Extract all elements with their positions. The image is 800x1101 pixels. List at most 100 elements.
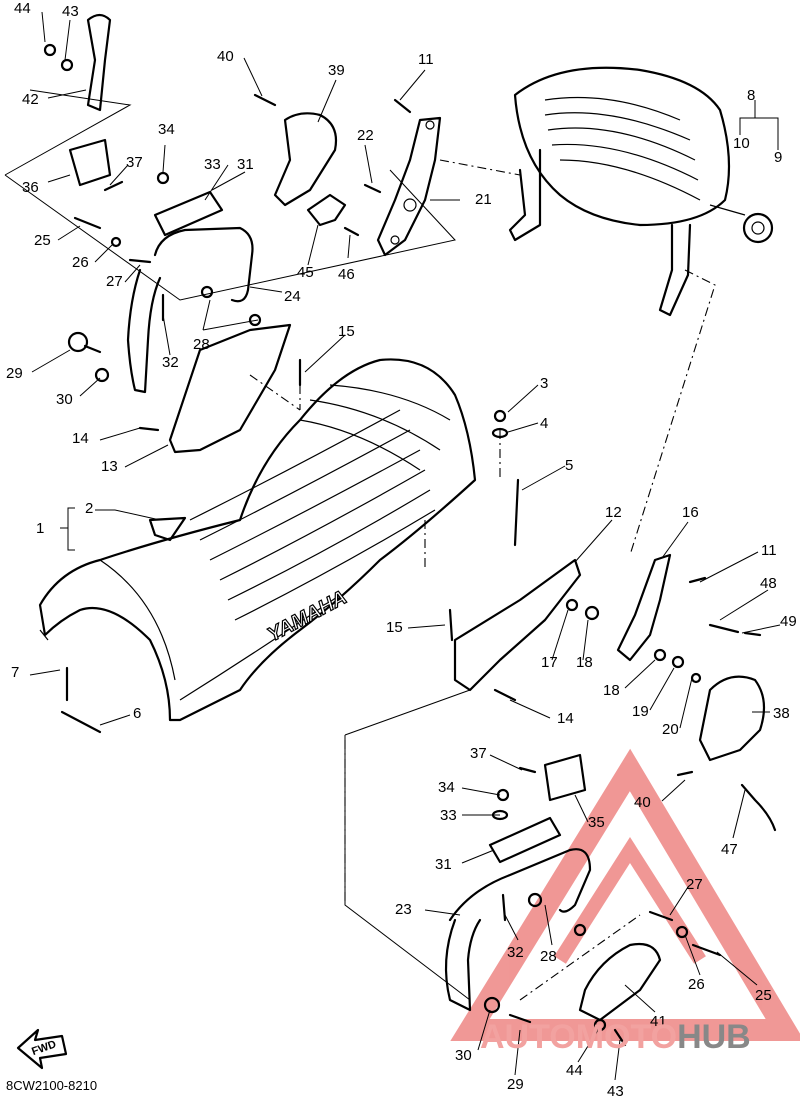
callout-44-lower: 44 <box>566 1062 583 1079</box>
side-cover-upper <box>168 323 292 454</box>
emblem <box>148 516 187 542</box>
leader-lines <box>29 11 781 1081</box>
callout-8: 8 <box>747 87 756 104</box>
callout-15: 15 <box>338 323 355 340</box>
callout-19: 19 <box>632 703 649 720</box>
callout-37: 37 <box>126 154 143 171</box>
callout-46: 46 <box>338 266 355 283</box>
tube-31-upper <box>153 190 224 237</box>
assembly-line-6 <box>519 914 641 1001</box>
callout-32: 32 <box>162 354 179 371</box>
callout-38: 38 <box>773 705 790 722</box>
callout-4: 4 <box>540 415 549 432</box>
callout-25: 25 <box>34 232 51 249</box>
callout-2: 2 <box>85 500 94 517</box>
callout-41: 41 <box>650 1013 667 1030</box>
callout-44: 44 <box>14 0 31 17</box>
watermark-triangle <box>450 748 800 1041</box>
callout-37-lower: 37 <box>470 745 487 762</box>
side-cover-lower <box>453 558 582 692</box>
small-bracket <box>306 193 347 227</box>
callout-12: 12 <box>605 504 622 521</box>
hinge-bracket-lower <box>616 553 672 662</box>
callout-45: 45 <box>297 264 314 281</box>
callout-27: 27 <box>106 273 123 290</box>
callout-33: 33 <box>204 156 221 173</box>
callout-14: 14 <box>72 430 89 447</box>
callout-49: 49 <box>780 613 797 630</box>
callout-26-lower: 26 <box>688 976 705 993</box>
callout-28-lower: 28 <box>540 948 557 965</box>
callout-11-lower: 11 <box>761 542 777 559</box>
callout-42: 42 <box>22 91 39 108</box>
seat-brand-text: YAMAHA <box>264 586 351 646</box>
callout-39: 39 <box>328 62 345 79</box>
callout-22: 22 <box>357 127 374 144</box>
watermark-text: AUTOMOTOHUB <box>480 1018 751 1057</box>
callout-34-lower: 34 <box>438 779 455 796</box>
lock-box <box>698 675 766 762</box>
callout-29-lower: 29 <box>507 1076 524 1093</box>
callout-24: 24 <box>284 288 301 305</box>
callout-13: 13 <box>101 458 118 475</box>
mount-bracket-upper <box>273 112 338 207</box>
callout-18: 18 <box>576 654 593 671</box>
callout-33-lower: 33 <box>440 807 457 824</box>
callout-18-lower: 18 <box>603 682 620 699</box>
strap <box>513 478 520 547</box>
callout-40: 40 <box>217 48 234 65</box>
lower-kit-outline <box>344 689 471 1001</box>
callout-31: 31 <box>237 156 254 173</box>
callout-6: 6 <box>133 705 142 722</box>
callout-16: 16 <box>682 504 699 521</box>
callout-31-lower: 31 <box>435 856 452 873</box>
knob <box>709 204 774 244</box>
diagram-code: 8CW2100-8210 <box>6 1078 98 1093</box>
callout-27-lower: 27 <box>686 876 703 893</box>
cover-41 <box>578 942 662 1022</box>
callout-40-lower: 40 <box>634 794 651 811</box>
callout-36: 36 <box>22 179 39 196</box>
callout-10: 10 <box>733 135 750 152</box>
callout-20: 20 <box>662 721 679 738</box>
watermark-text-part2: HUB <box>677 1018 751 1056</box>
callout-47: 47 <box>721 841 738 858</box>
callout-30-lower: 30 <box>455 1047 472 1064</box>
assembly-line-7 <box>249 374 301 411</box>
callout-29: 29 <box>6 365 23 382</box>
callout-32-lower: 32 <box>507 944 524 961</box>
callout-26: 26 <box>72 254 89 271</box>
callout-15-lower: 15 <box>386 619 403 636</box>
tube-31-lower <box>488 816 562 864</box>
holder-35 <box>543 753 587 802</box>
holder-36 <box>68 138 112 187</box>
hardware-parts <box>43 43 777 1047</box>
callout-35: 35 <box>588 814 605 831</box>
bolt-6 <box>60 710 102 734</box>
callout-1: 1 <box>36 520 45 537</box>
stay-42 <box>86 13 112 112</box>
callout-21: 21 <box>475 191 492 208</box>
backrest <box>508 66 731 317</box>
callout-43-lower: 43 <box>607 1083 624 1100</box>
callout-48: 48 <box>760 575 777 592</box>
main-seat: YAMAHA <box>38 358 477 722</box>
forward-arrow: FWD <box>16 1028 68 1070</box>
callout-34: 34 <box>158 121 175 138</box>
watermark-text-part1: AUTOMOTO <box>480 1018 678 1056</box>
grab-bar-upper <box>126 226 254 394</box>
callout-30: 30 <box>56 391 73 408</box>
hinge-bracket <box>376 116 442 257</box>
callout-11: 11 <box>418 51 434 68</box>
callout-43: 43 <box>62 3 79 20</box>
callout-9: 9 <box>774 149 783 166</box>
callout-14-lower: 14 <box>557 710 574 727</box>
grab-bar-lower <box>444 848 592 1012</box>
callout-23: 23 <box>395 901 412 918</box>
assembly-line-2 <box>629 269 716 556</box>
callout-5: 5 <box>565 457 574 474</box>
callout-28: 28 <box>193 336 210 353</box>
callout-25-lower: 25 <box>755 987 772 1004</box>
callout-3: 3 <box>540 375 549 392</box>
